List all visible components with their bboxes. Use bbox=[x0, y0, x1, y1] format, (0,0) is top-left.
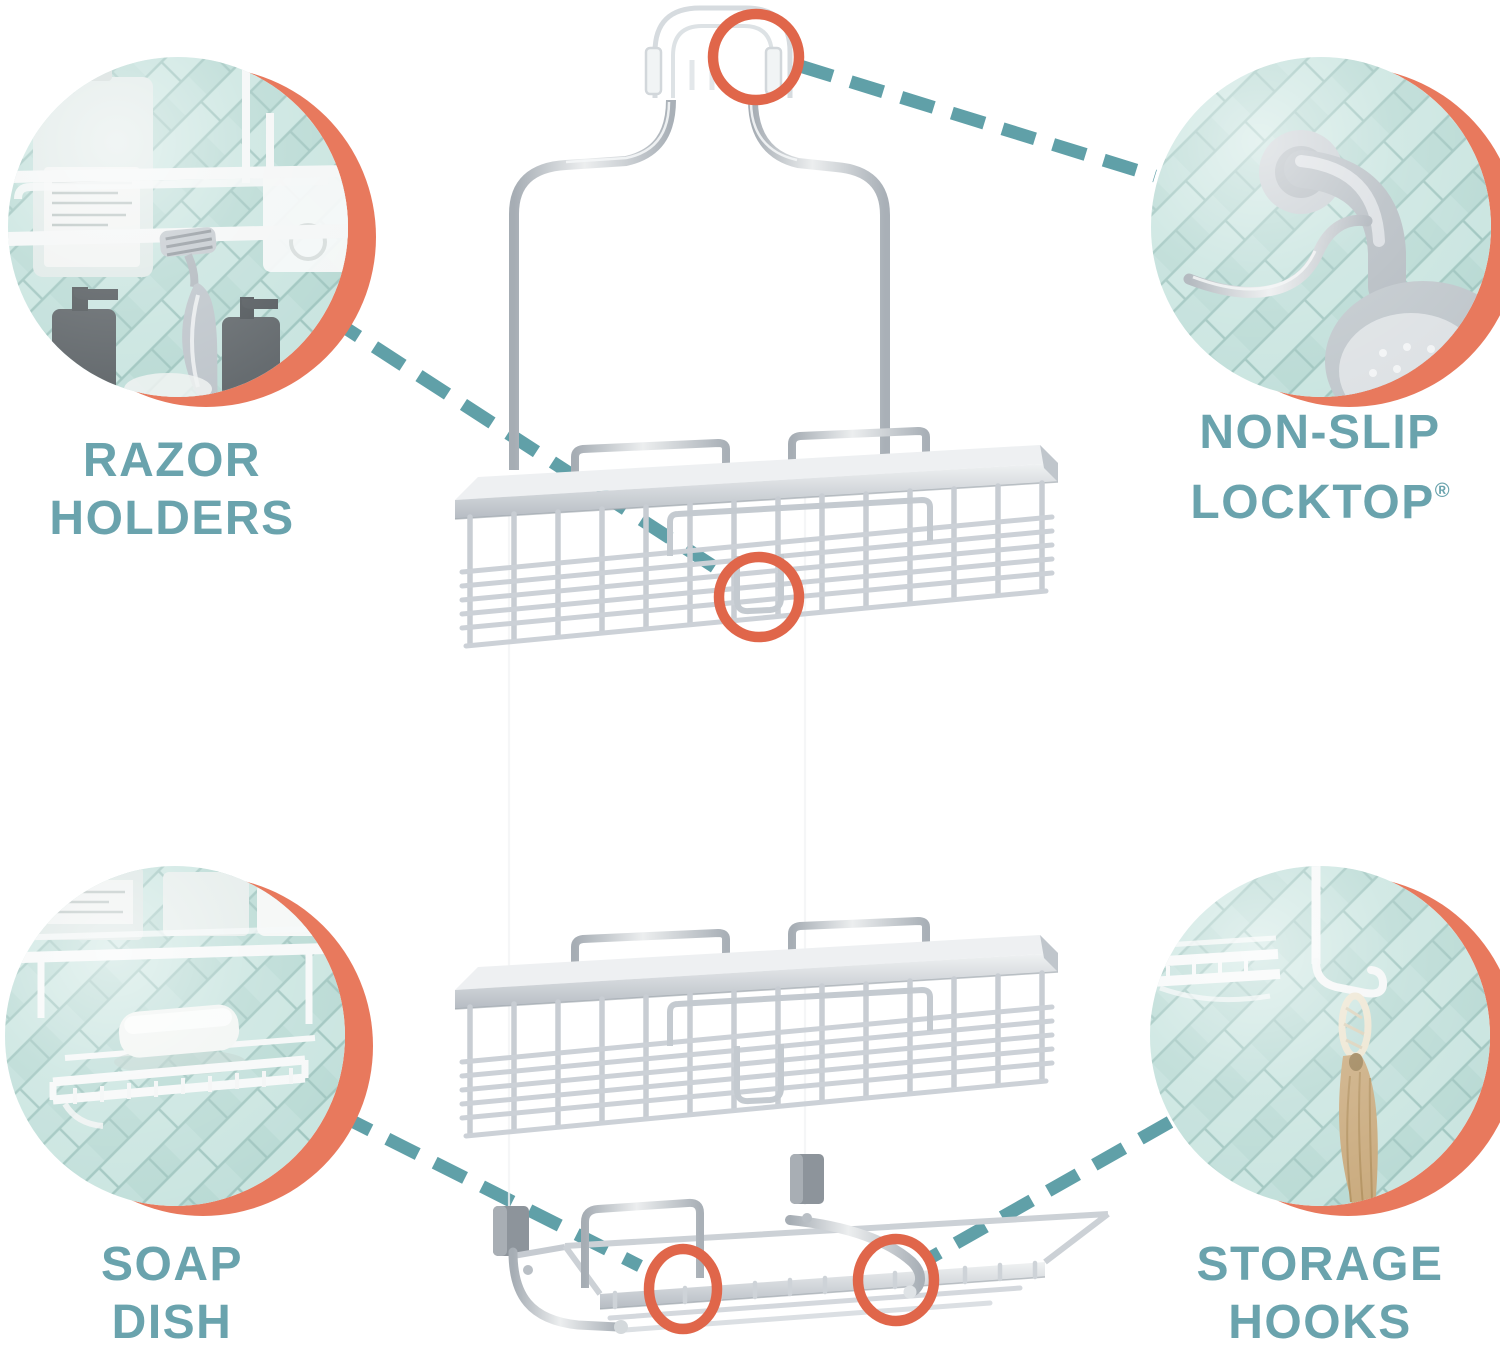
highlight-circle-locktop bbox=[707, 8, 805, 106]
callout-lines bbox=[326, 59, 1174, 1272]
brush-hanging-on-hook-photo bbox=[1150, 866, 1490, 1206]
razor-holders-label-line2: HOLDERS bbox=[49, 492, 295, 545]
highlight-circle-soap-dish bbox=[643, 1243, 723, 1335]
right-storage-hook bbox=[785, 1215, 925, 1298]
lower-basket bbox=[455, 921, 1058, 1136]
soap-dish-label-line1: SOAP bbox=[100, 1238, 244, 1291]
callout-line-non-slip-locktop bbox=[798, 59, 1157, 183]
storage-hooks-label: STORAGE HOOKS bbox=[1140, 1236, 1500, 1348]
soap-dish-label: SOAP DISH bbox=[0, 1236, 344, 1348]
hook-over-shower-arm-photo bbox=[1151, 57, 1491, 397]
highlight-rings bbox=[643, 8, 940, 1335]
soap-dish-label-line2: DISH bbox=[111, 1296, 233, 1348]
left-storage-hook bbox=[508, 1247, 623, 1332]
non-slip-locktop-photo bbox=[1151, 57, 1491, 397]
rail-clips bbox=[493, 1154, 824, 1256]
upper-basket bbox=[455, 431, 1058, 646]
storage-hooks-label-line2: HOOKS bbox=[1228, 1296, 1412, 1348]
storage-hooks-photo bbox=[1150, 866, 1490, 1206]
hanger-frame bbox=[509, 99, 890, 470]
bottom-soap-dish-tier bbox=[508, 1198, 1110, 1334]
dish-divider bbox=[581, 1198, 704, 1288]
callout-line-storage-hooks bbox=[926, 1116, 1174, 1264]
storage-hooks-label-line1: STORAGE bbox=[1196, 1238, 1444, 1291]
non-slip-locktop-label-line1: NON-SLIP bbox=[1199, 406, 1441, 459]
callout-line-soap-dish bbox=[337, 1109, 643, 1272]
highlight-circle-razor-holder bbox=[713, 551, 805, 643]
registered-trademark-symbol: ® bbox=[1434, 480, 1450, 502]
non-slip-locktop-label-line2: LOCKTOP® bbox=[1190, 476, 1450, 530]
highlight-circle-storage-hook bbox=[852, 1233, 940, 1327]
razor-holders-label: RAZOR HOLDERS bbox=[0, 432, 344, 548]
razor-hanging-in-holder-photo bbox=[8, 57, 348, 397]
soap-dish-photo bbox=[5, 866, 345, 1206]
razor-holders-label-line1: RAZOR bbox=[82, 434, 262, 487]
non-slip-locktop-label: NON-SLIP LOCKTOP® bbox=[1140, 404, 1500, 532]
soap-bar-on-wire-dish-photo bbox=[5, 866, 345, 1206]
callout-line-razor-holders bbox=[326, 312, 720, 574]
razor-holders-photo bbox=[8, 57, 348, 397]
